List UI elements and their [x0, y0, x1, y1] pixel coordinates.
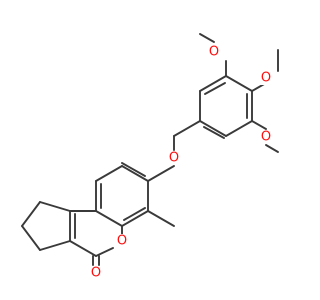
bond — [199, 120, 227, 137]
bond — [39, 201, 71, 212]
atom-label-background — [116, 234, 128, 248]
bond — [39, 240, 71, 251]
bond — [147, 165, 175, 182]
bond — [203, 126, 225, 139]
atom-label: O — [209, 45, 219, 60]
bond — [265, 144, 279, 153]
atom-label-background — [90, 266, 102, 280]
bond — [225, 75, 253, 92]
atom-label-background — [260, 71, 272, 85]
bond — [21, 201, 41, 227]
atom-label: O — [261, 71, 271, 86]
molecule-structure-diagram: O O O O O O — [21, 33, 279, 281]
bond — [69, 240, 97, 257]
atom-label-background — [168, 151, 180, 165]
bond — [21, 225, 41, 251]
carbonyl-oxygen: O — [90, 266, 102, 281]
bond — [121, 165, 149, 182]
bond — [121, 162, 146, 177]
bond — [251, 120, 267, 130]
methoxy-oxygen-top-left: O — [208, 45, 220, 60]
methoxy-oxygen-right: O — [260, 130, 272, 145]
bond — [123, 207, 146, 221]
atom-label: O — [261, 130, 271, 145]
atom-label: O — [91, 266, 101, 281]
atom-label-background — [260, 130, 272, 144]
bond — [121, 210, 149, 227]
bond — [204, 82, 226, 95]
atom-label: O — [169, 151, 179, 166]
bond — [95, 165, 123, 182]
bond — [199, 33, 215, 43]
bond — [147, 210, 175, 227]
bond — [95, 210, 123, 227]
bond — [95, 247, 114, 257]
methoxy-oxygen-top-right: O — [260, 71, 272, 86]
bond — [199, 75, 227, 92]
bond — [225, 120, 253, 137]
atom-label: O — [117, 234, 127, 249]
atom-label-background — [208, 45, 220, 59]
bond — [173, 120, 201, 137]
atom-labels: O O O O O O — [90, 45, 272, 281]
ether-oxygen: O — [168, 151, 180, 166]
ring-oxygen: O — [116, 234, 128, 249]
bond-lines — [21, 33, 279, 266]
